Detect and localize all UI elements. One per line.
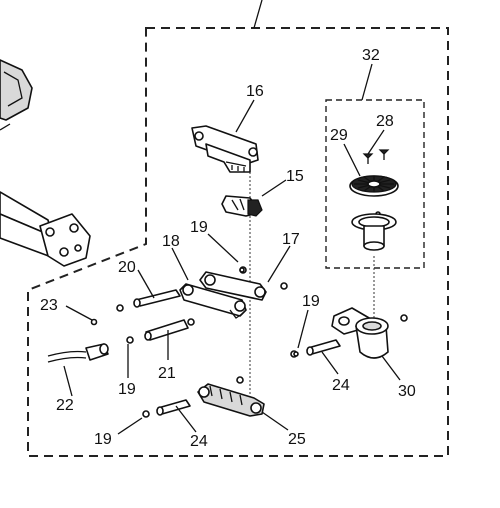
label-part-30: 30 bbox=[398, 383, 416, 400]
label-part-22: 22 bbox=[56, 397, 74, 414]
label-part-19-top: 19 bbox=[190, 219, 208, 236]
part-29-cap-disc bbox=[349, 175, 399, 217]
label-part-29: 29 bbox=[330, 127, 348, 144]
part-23-ball bbox=[90, 318, 98, 326]
part-20-pin bbox=[116, 289, 181, 312]
subassembly-32-boundary bbox=[325, 99, 425, 269]
part-16-bracket bbox=[191, 125, 259, 173]
boom-arm bbox=[0, 59, 91, 267]
main-group-boundary bbox=[27, 27, 449, 457]
label-part-15: 15 bbox=[286, 168, 304, 185]
label-part-19-right: 19 bbox=[302, 293, 320, 310]
label-part-32: 32 bbox=[362, 47, 380, 64]
label-part-19-bottom: 19 bbox=[94, 431, 112, 448]
part-19-washer-b bbox=[293, 351, 299, 357]
leader-lines bbox=[63, 63, 401, 435]
part-18-link-plate bbox=[179, 266, 288, 319]
label-part-24-right: 24 bbox=[332, 377, 350, 394]
label-part-23: 23 bbox=[40, 297, 58, 314]
label-part-28: 28 bbox=[376, 113, 394, 130]
label-part-24-bottom: 24 bbox=[190, 433, 208, 450]
part-21-pin bbox=[126, 318, 195, 344]
label-part-25: 25 bbox=[288, 431, 306, 448]
label-part-17: 17 bbox=[282, 231, 300, 248]
part-19-washer-a bbox=[239, 267, 245, 273]
label-part-19-mid: 19 bbox=[118, 381, 136, 398]
label-part-21: 21 bbox=[158, 365, 176, 382]
part-25-lower-link bbox=[197, 376, 265, 417]
label-part-16: 16 bbox=[246, 83, 264, 100]
part-28-screws bbox=[362, 149, 390, 164]
part-28-bushing bbox=[351, 213, 397, 251]
part-24-pin-lower bbox=[142, 399, 191, 418]
part-30-yoke bbox=[331, 307, 408, 359]
label-part-20: 20 bbox=[118, 259, 136, 276]
part-15-gear-segment bbox=[221, 195, 263, 217]
part-22-cable bbox=[47, 343, 109, 363]
label-part-18: 18 bbox=[162, 233, 180, 250]
